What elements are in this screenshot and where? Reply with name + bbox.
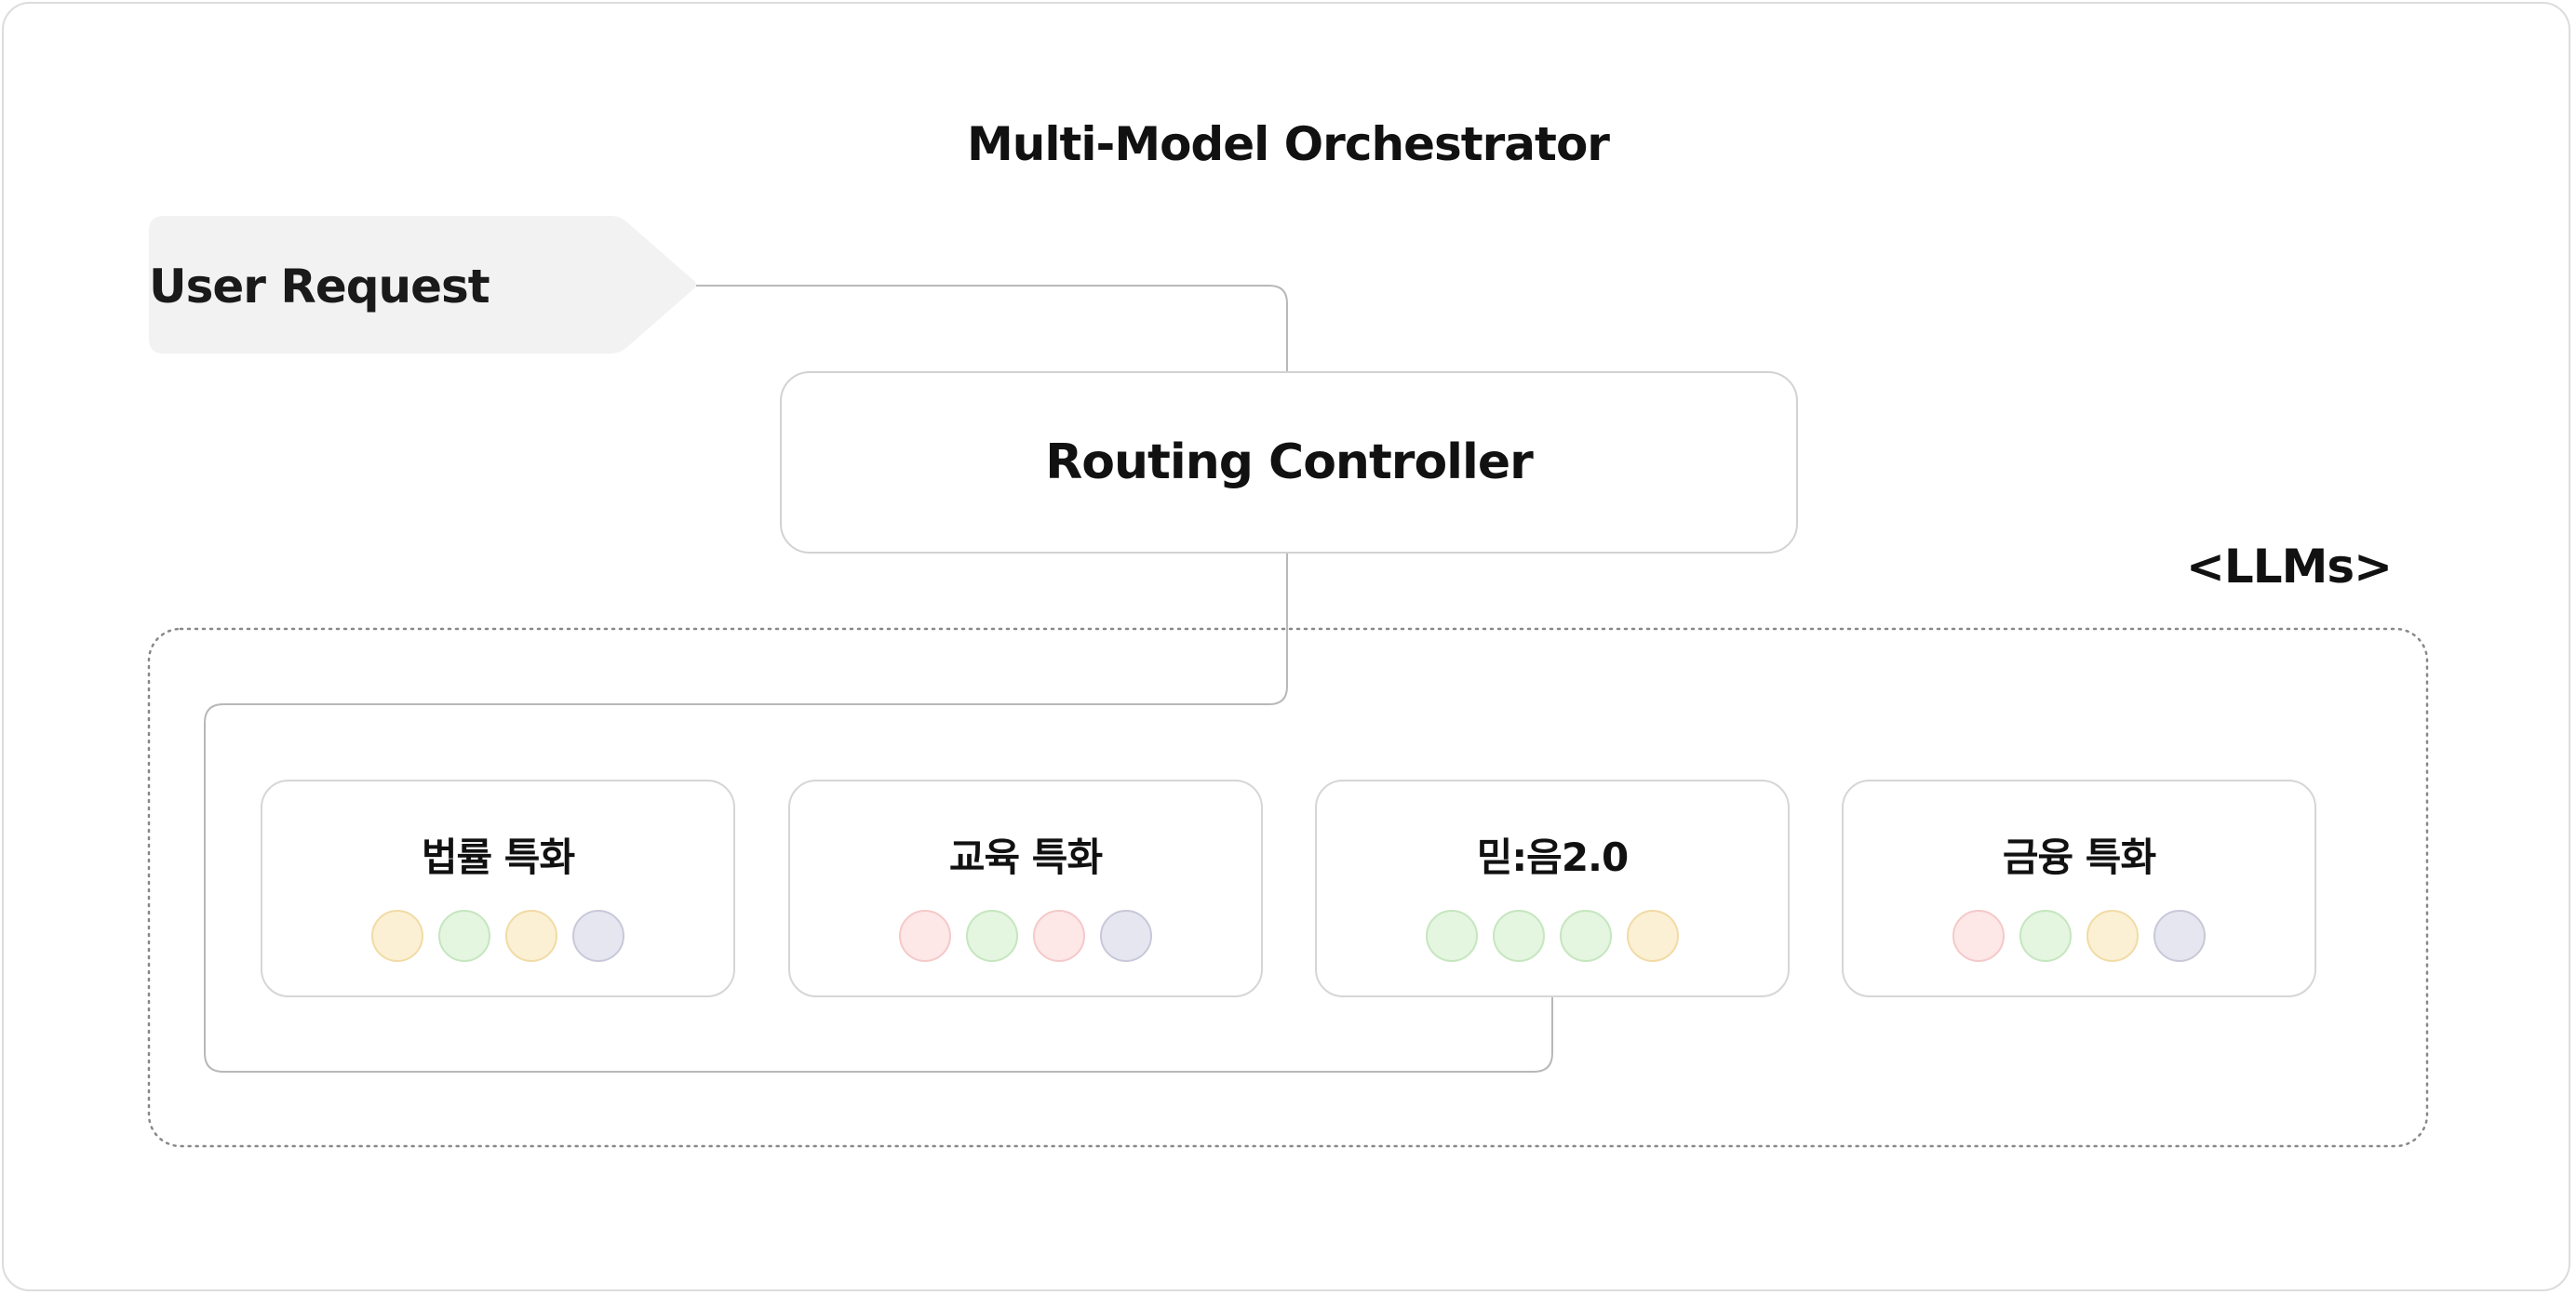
model-card-legal: 법률 특화: [261, 780, 735, 997]
user-request-shape: [149, 216, 696, 354]
purple-dot: [2153, 910, 2206, 962]
model-dot-row: [262, 910, 733, 962]
request-to-controller-line: [696, 285, 1288, 371]
model-dot-row: [1317, 910, 1788, 962]
model-card-mideum: 믿:음2.0: [1315, 780, 1790, 997]
routing-controller-box: Routing Controller: [780, 371, 1798, 554]
yellow-dot: [2086, 910, 2139, 962]
green-dot: [438, 910, 490, 962]
purple-dot: [1100, 910, 1152, 962]
yellow-dot: [371, 910, 423, 962]
user-request-label: User Request: [149, 260, 490, 314]
model-card-title: 교육 특화: [948, 834, 1103, 880]
model-card-finance: 금융 특화: [1842, 780, 2316, 997]
model-card-title: 법률 특화: [421, 834, 575, 880]
green-dot: [1493, 910, 1545, 962]
green-dot: [2019, 910, 2072, 962]
red-dot: [1033, 910, 1085, 962]
yellow-dot: [505, 910, 557, 962]
green-dot: [1560, 910, 1612, 962]
model-card-title: 금융 특화: [2002, 834, 2156, 880]
model-card-title: 믿:음2.0: [1476, 834, 1629, 880]
diagram-title: Multi-Model Orchestrator: [967, 117, 1610, 171]
red-dot: [1952, 910, 2005, 962]
yellow-dot: [1627, 910, 1679, 962]
red-dot: [899, 910, 951, 962]
routing-controller-label: Routing Controller: [1045, 434, 1534, 490]
purple-dot: [572, 910, 624, 962]
llm-group-label: <LLMs>: [2185, 540, 2393, 594]
model-card-education: 교육 특화: [788, 780, 1263, 997]
controller-to-model-line: [204, 554, 1553, 1073]
green-dot: [1426, 910, 1478, 962]
model-dot-row: [1844, 910, 2314, 962]
green-dot: [966, 910, 1018, 962]
model-dot-row: [790, 910, 1261, 962]
